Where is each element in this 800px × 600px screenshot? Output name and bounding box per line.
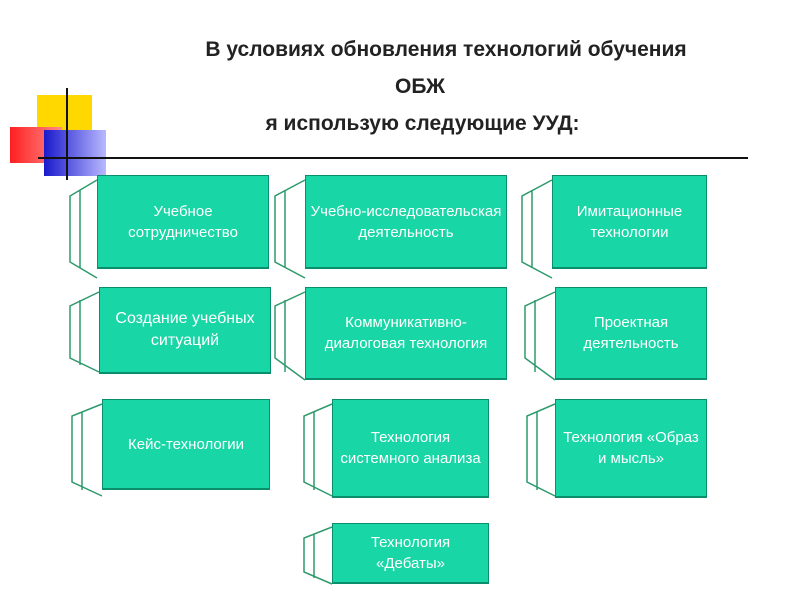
deco-vertical-line <box>66 88 68 180</box>
bracket-row2-col1 <box>69 291 100 373</box>
bracket-row1-col1 <box>69 179 98 279</box>
box-keys-tekhnologii: Кейс-технологии <box>102 399 270 489</box>
deco-horizontal-line <box>38 157 748 159</box>
box-label: Технология системного анализа <box>340 429 481 467</box>
bracket-group <box>69 179 556 585</box>
box-imitatsionnye-tekhnologii: Имитационные технологии <box>552 175 707 268</box>
box-label: Учебно-исследовательская деятельность <box>310 202 502 241</box>
box-kommunikativno-dialogovaya: Коммуникативно-диалоговая технология <box>305 287 507 379</box>
slide-title-line-2: ОБЖ <box>395 75 445 98</box>
box-label: Технология «Образ и мысль» <box>563 429 699 467</box>
deco-blue-square <box>44 130 106 176</box>
slide-title-line-1: В условиях обновления технологий обучени… <box>205 38 687 61</box>
box-label: Кейс-технологии <box>128 435 244 453</box>
box-label: Коммуникативно-диалоговая технология <box>324 314 488 352</box>
bracket-row1-col3 <box>521 179 553 279</box>
bracket-row4-col2 <box>303 526 333 585</box>
box-uchebno-issledovatelskaya: Учебно-исследовательская деятельность <box>305 175 507 268</box>
bracket-row3-col3 <box>526 403 556 497</box>
box-uchebnoe-sotrudnichestvo: Учебное сотрудничество <box>97 175 269 268</box>
box-label: Создание учебных ситуаций <box>115 310 255 349</box>
bracket-row2-col3 <box>524 291 556 381</box>
box-label: Проектная деятельность <box>583 314 679 352</box>
bracket-row2-col2 <box>274 291 306 381</box>
slide-title-line-3: я использую следующие УУД: <box>265 112 580 135</box>
box-label: Учебное сотрудничество <box>128 202 238 241</box>
box-tekhnologiya-debaty: Технология «Дебаты» <box>332 523 489 583</box>
bracket-row3-col2 <box>303 403 333 497</box>
box-proektnaya-deyatelnost: Проектная деятельность <box>555 287 707 379</box>
box-sozdanie-uchebnykh-situatsiy: Создание учебных ситуаций <box>99 287 271 373</box>
box-label: Технология «Дебаты» <box>370 534 451 572</box>
bracket-row1-col2 <box>274 179 306 279</box>
box-label: Имитационные технологии <box>576 202 683 241</box>
box-tekhnologiya-obraz-i-mysl: Технология «Образ и мысль» <box>555 399 707 497</box>
bracket-row3-col1 <box>71 403 103 497</box>
box-tekhnologiya-sistemnogo-analiza: Технология системного анализа <box>332 399 489 497</box>
